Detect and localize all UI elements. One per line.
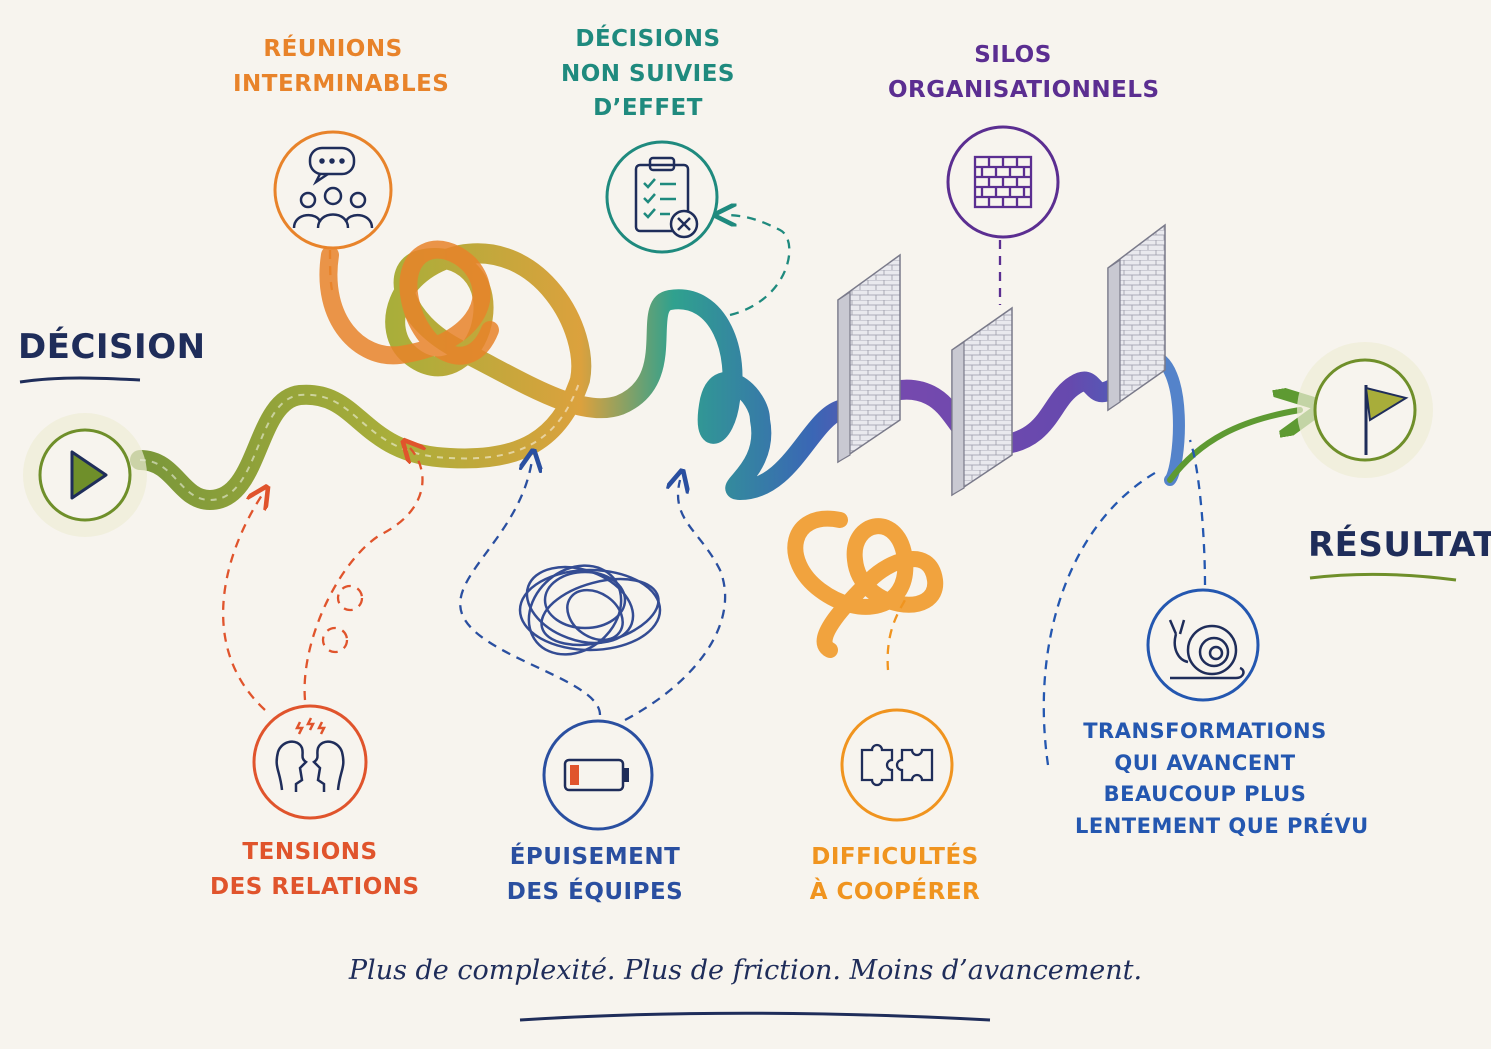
- brick-wall-icon: [973, 155, 1033, 209]
- wall-3: [1107, 223, 1166, 412]
- clipboard-x-icon: [634, 156, 699, 239]
- wall-1: [837, 253, 901, 464]
- puzzle-icon: [860, 743, 934, 787]
- tagline: Plus de complexité. Plus de friction. Mo…: [348, 955, 1143, 986]
- start-node: [19, 376, 147, 537]
- label-line: BEAUCOUP PLUS: [1103, 782, 1307, 806]
- icon-tensions: [252, 704, 368, 820]
- label-line: ORGANISATIONNELS: [888, 76, 1160, 103]
- end-node: [1297, 342, 1457, 582]
- label-line: SILOS: [974, 42, 1052, 68]
- label-silos: SILOS ORGANISATIONNELS: [888, 38, 1160, 107]
- label-transformations: TRANSFORMATIONS QUI AVANCENT BEAUCOUP PL…: [1075, 716, 1369, 842]
- wall-2: [951, 306, 1013, 497]
- low-battery-icon: [563, 758, 629, 792]
- label-line: LENTEMENT QUE PRÉVU: [1075, 813, 1369, 838]
- label-line: DES ÉQUIPES: [506, 878, 684, 905]
- snail-icon: [1168, 619, 1245, 680]
- label-reunions: RÉUNIONS INTERMINABLES: [233, 32, 450, 101]
- flag-icon: [1364, 385, 1409, 455]
- icon-silos: [946, 125, 1060, 239]
- label-line: ÉPUISEMENT: [509, 844, 681, 870]
- icon-epuisement: [542, 719, 654, 831]
- label-line: DIFFICULTÉS: [811, 844, 979, 870]
- label-line: TRANSFORMATIONS: [1083, 719, 1327, 743]
- meeting-chat-icon: [292, 146, 374, 229]
- silo-walls: [837, 223, 1166, 497]
- end-label: RÉSULTAT: [1308, 525, 1491, 565]
- label-decisions: DÉCISIONS NON SUIVIES D’EFFET: [548, 22, 748, 126]
- label-line: DÉCISIONS: [575, 26, 721, 52]
- label-line: À COOPÉRER: [809, 878, 981, 905]
- conflict-heads-icon: [275, 717, 345, 792]
- label-line: D’EFFET: [593, 95, 703, 121]
- start-label: DÉCISION: [18, 327, 206, 367]
- icon-difficultes: [840, 708, 954, 822]
- icon-transformations: [1146, 588, 1260, 702]
- label-line: RÉUNIONS: [263, 36, 403, 62]
- label-line: TENSIONS: [242, 839, 378, 865]
- label-epuisement: ÉPUISEMENT DES ÉQUIPES: [495, 840, 695, 909]
- label-line: DES RELATIONS: [210, 873, 420, 900]
- icon-reunions: [273, 130, 393, 250]
- label-line: QUI AVANCENT: [1114, 750, 1296, 775]
- label-line: NON SUIVIES: [561, 60, 735, 87]
- label-tensions: TENSIONS DES RELATIONS: [210, 835, 420, 904]
- dashed-connectors: [221, 215, 1207, 766]
- main-path: [130, 240, 1300, 658]
- play-icon: [70, 450, 108, 500]
- icon-decisions: [605, 140, 719, 254]
- label-difficultes: DIFFICULTÉS À COOPÉRER: [795, 840, 995, 909]
- label-line: INTERMINABLES: [233, 70, 450, 97]
